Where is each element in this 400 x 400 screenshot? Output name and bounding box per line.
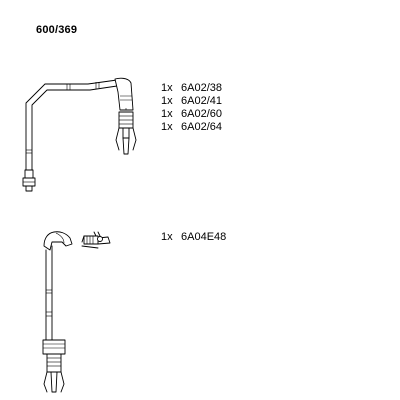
- item-code: 6A02/41: [181, 95, 222, 107]
- item-qty: 1x: [161, 95, 173, 107]
- list-item: 1x 6A04E48: [161, 231, 226, 244]
- lead-2-bottom-connector: [42, 339, 66, 393]
- parts-list-lead-1: 1x 6A02/38 1x 6A02/41 1x 6A02/60 1x 6A02/64: [161, 82, 222, 134]
- lead-1-cable-sleeves: [26, 82, 100, 154]
- list-item: 1x 6A02/41: [161, 95, 222, 108]
- ignition-lead-1: [22, 77, 137, 192]
- lead-2-angle-terminal: [81, 231, 111, 249]
- list-item: 1x 6A02/64: [161, 121, 222, 134]
- ignition-lead-2: [42, 231, 111, 393]
- item-qty: 1x: [161, 231, 173, 243]
- list-item: 1x 6A02/38: [161, 82, 222, 95]
- lead-1-coil-terminal: [22, 169, 36, 192]
- lead-1-spark-plug-boot: [114, 77, 134, 111]
- part-number: 600/369: [36, 24, 78, 36]
- item-qty: 1x: [161, 121, 173, 133]
- item-code: 6A02/64: [181, 121, 222, 133]
- item-qty: 1x: [161, 82, 173, 94]
- item-code: 6A04E48: [181, 231, 227, 243]
- list-item: 1x 6A02/60: [161, 108, 222, 121]
- lead-2-cable-sleeves: [46, 289, 52, 317]
- item-qty: 1x: [161, 108, 173, 120]
- lead-1-plug-terminal: [115, 108, 137, 155]
- item-code: 6A02/38: [181, 82, 222, 94]
- lead-2-top-boot: [43, 231, 73, 251]
- lead-1-cable: [25, 79, 118, 171]
- parts-list-lead-2: 1x 6A04E48: [161, 231, 226, 244]
- item-code: 6A02/60: [181, 108, 222, 120]
